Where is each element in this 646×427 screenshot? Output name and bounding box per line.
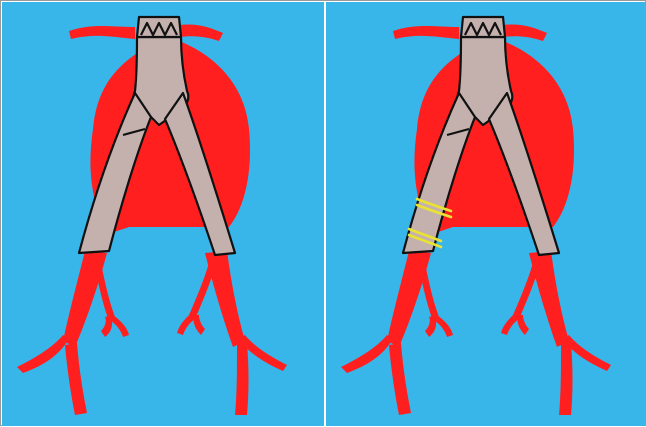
panel-divider	[324, 2, 326, 426]
panel-left	[2, 2, 324, 426]
panel-right	[326, 2, 646, 426]
